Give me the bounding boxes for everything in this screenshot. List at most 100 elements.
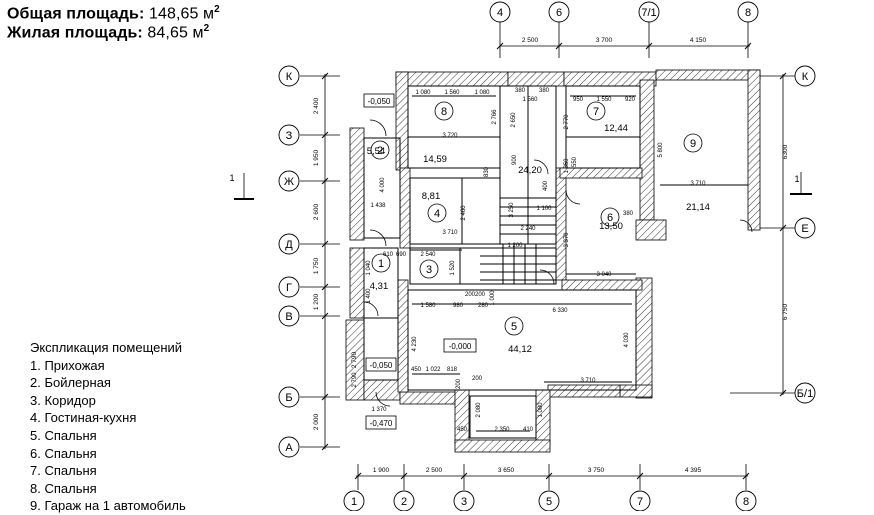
axis-left-circle: [278, 124, 300, 146]
legend-item: 9. Гараж на 1 автомобиль: [30, 498, 186, 514]
legend-item: 1. Прихожая: [30, 357, 105, 373]
doors: [363, 119, 753, 407]
inner-dim: 2 540: [420, 252, 436, 258]
inner-dim: 1 520: [450, 260, 456, 276]
axis-right: К: [802, 71, 809, 83]
inner-dim: 2 650: [511, 112, 517, 128]
axis-top-circle: [737, 1, 759, 23]
axis-bottom: 8: [743, 496, 749, 508]
dim-left: 2 000: [313, 413, 320, 430]
inner-dim: 1 560: [444, 90, 460, 96]
dim-bottom: 1 900: [373, 467, 390, 474]
axis-left: Ж: [284, 176, 294, 188]
inner-dim: 280: [478, 303, 489, 309]
inner-dim: 4 030: [624, 332, 630, 348]
inner-dim: 1 580: [420, 303, 436, 309]
legend-item: 2. Бойлерная: [30, 375, 111, 391]
axis-right: Е: [801, 223, 808, 235]
dim-right: 6300: [782, 144, 789, 159]
room-area: 4,31: [370, 281, 389, 292]
room-legend: Экспликация помещений 1. Прихожая 2. Бойл…: [30, 339, 186, 515]
inner-dim: 380: [539, 88, 550, 94]
axis-bottom-circle: [735, 490, 757, 511]
axis-bottom: 7: [637, 496, 643, 508]
inner-dim: 200: [465, 292, 476, 298]
inner-dim: 2 766: [492, 109, 498, 125]
room-number-circle: [586, 101, 606, 121]
dim-bottom: 3 650: [498, 467, 515, 474]
partitions: [363, 85, 748, 439]
dim-bottom: 4 395: [685, 467, 702, 474]
axis-bottom-circle: [538, 490, 560, 511]
level-mark: -0,000: [449, 342, 472, 351]
axis-left: Д: [285, 239, 293, 251]
inner-dim: 1 550: [596, 97, 612, 103]
room-number: 5: [511, 321, 517, 333]
room-number: 4: [434, 208, 440, 220]
inner-dim: 1 200: [507, 243, 523, 249]
inner-dim: 200: [472, 376, 483, 382]
section-marker: 1: [794, 174, 799, 184]
room-number: 1: [378, 258, 384, 270]
legend-item: 3. Коридор: [30, 392, 96, 408]
axis-bottom: 2: [401, 496, 407, 508]
inner-dim: 400: [543, 180, 549, 191]
inner-dim: 6 330: [552, 308, 568, 314]
axis-bottom-circle: [343, 490, 365, 511]
inner-dim: 1 040: [366, 260, 372, 276]
room-area: 13,50: [599, 221, 623, 232]
level-boxes: [363, 93, 477, 430]
dim-top: 3 700: [596, 37, 613, 44]
room-number-circle: [370, 140, 390, 160]
axis-right-circle: [794, 382, 816, 404]
axis-bottom: 1: [351, 496, 357, 508]
dim-right: 6 750: [782, 303, 789, 320]
axis-left: З: [286, 130, 293, 142]
inner-dim: 2 790: [352, 372, 358, 388]
dim-left: 1 200: [313, 293, 320, 310]
room-area: 24,20: [518, 165, 542, 176]
room-number-circle: [504, 316, 524, 336]
inner-dim: 4 000: [380, 177, 386, 193]
room-number-circle: [371, 253, 391, 273]
room-number: 6: [607, 212, 613, 224]
inner-dim: 4 230: [412, 336, 418, 352]
axis-left: К: [286, 71, 293, 83]
inner-dim: 1 080: [474, 90, 490, 96]
legend-item: 7. Спальня: [30, 463, 97, 479]
level-mark: -0,050: [370, 361, 393, 370]
legend-title: Экспликация помещений: [30, 340, 183, 355]
inner-dim: 1 350: [564, 158, 570, 174]
dim-left: 1 950: [313, 149, 320, 166]
inner-dim: 380: [515, 88, 526, 94]
axis-left-circle: [278, 436, 300, 458]
level-mark: -0,050: [368, 97, 391, 106]
inner-dim: 1 000: [490, 290, 496, 306]
inner-dim: 950: [573, 97, 584, 103]
room-number-circle: [434, 101, 454, 121]
axis-left-circle: [278, 305, 300, 327]
axis-top: 8: [745, 7, 751, 19]
total-area: Общая площадь: 148,65 м2: [7, 4, 220, 23]
room-number-circle: [600, 207, 620, 227]
room-number: 7: [593, 106, 599, 118]
inner-dim: 200: [475, 292, 486, 298]
inner-dim: 5 800: [658, 142, 664, 158]
room-number-circle: [427, 203, 447, 223]
inner-dim: 1 100: [536, 206, 552, 212]
inner-dim: 3 710: [690, 181, 706, 187]
axis-left: Б: [285, 392, 292, 404]
inner-dim: 900: [512, 154, 518, 165]
dim-bottom: 2 500: [426, 467, 443, 474]
inner-dim: 980: [453, 303, 464, 309]
axis-top-circle: [548, 1, 570, 23]
axis-top: 6: [556, 7, 562, 19]
axis-left: В: [285, 311, 292, 323]
inner-dim: 2 350: [494, 427, 510, 433]
inner-dim: 690: [396, 252, 407, 258]
dim-left: 2 600: [313, 203, 320, 220]
living-area: Жилая площадь: 84,65 м2: [7, 23, 210, 42]
room-number: 3: [426, 264, 432, 276]
room-area: 21,14: [686, 202, 710, 213]
inner-dim: 2 080: [476, 402, 482, 418]
